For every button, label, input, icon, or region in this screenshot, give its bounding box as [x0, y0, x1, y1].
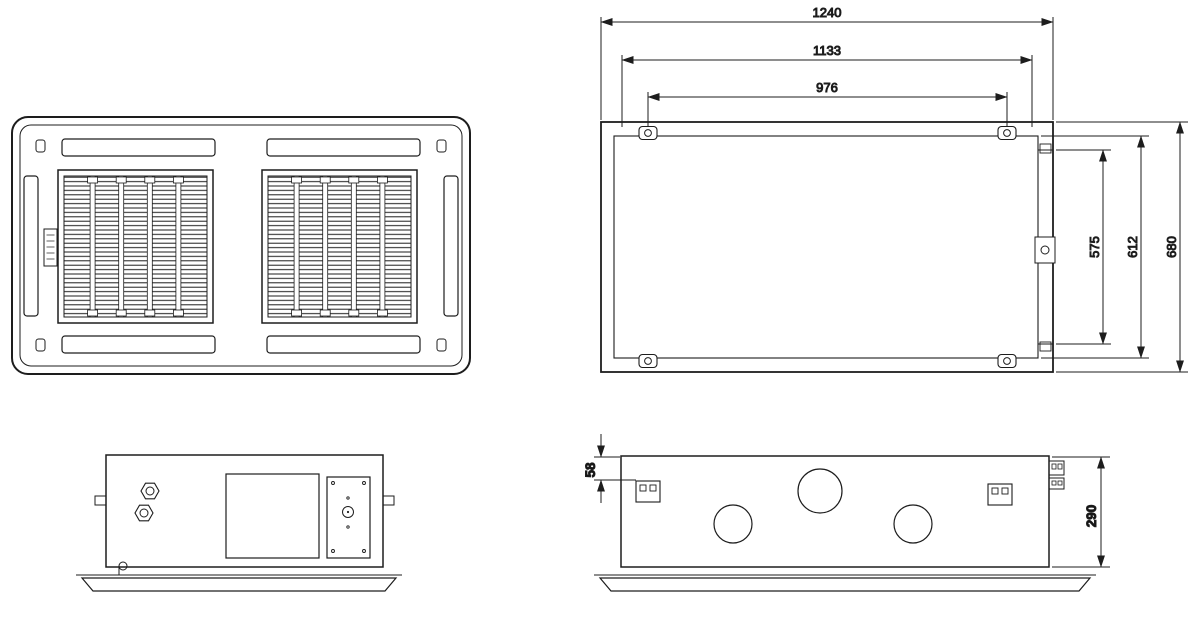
- air-slot-left: [23, 175, 39, 317]
- view-top: 1240 1133 976 575 612: [600, 5, 1188, 373]
- side-hanger-left: [94, 495, 107, 506]
- dim-overall-depth: [1056, 121, 1188, 373]
- side-hanger-right: [382, 495, 395, 506]
- dim-body-depth: [1041, 135, 1149, 359]
- control-box: [326, 476, 371, 559]
- terminal-block-upper: [1048, 460, 1065, 476]
- corner-clip-bottom-left: [35, 338, 46, 352]
- panel-hook: [118, 561, 128, 575]
- view-side-left: [76, 454, 402, 592]
- pipe-nut-gas: [140, 482, 160, 500]
- front-body-outline: [620, 455, 1050, 568]
- electrical-cover: [225, 473, 320, 559]
- ceiling-panel-left-view: [76, 574, 402, 592]
- corner-clip-top-left: [35, 139, 46, 153]
- knockout-hole-left: [713, 504, 753, 544]
- dim-label-290: 290: [1084, 505, 1099, 528]
- corner-clip-bottom-right: [436, 338, 447, 352]
- dim-label-1133: 1133: [813, 43, 841, 58]
- hanger-bracket-bottom-right: [997, 353, 1017, 369]
- hanger-bracket-bottom-left: [638, 353, 658, 369]
- hanger-bracket-top-right: [997, 125, 1017, 141]
- dim-body-height: [1052, 456, 1110, 568]
- air-slot-top-right: [266, 138, 421, 157]
- suspension-bracket-left: [635, 480, 661, 503]
- corner-clip-top-right: [436, 139, 447, 153]
- dim-label-1240: 1240: [813, 5, 842, 20]
- knockout-hole-right: [893, 504, 933, 544]
- air-slot-bottom-left: [61, 335, 216, 354]
- view-side-front: 58 290: [583, 434, 1110, 592]
- dim-label-680: 680: [1164, 236, 1179, 258]
- dim-label-976: 976: [816, 80, 838, 95]
- nameplate: [43, 228, 58, 267]
- dim-label-575: 575: [1087, 236, 1102, 258]
- hanger-bracket-top-left: [638, 125, 658, 141]
- intake-grille-right: [261, 169, 418, 324]
- panel-outer-frame: [11, 116, 471, 375]
- dim-suspension-width: [621, 55, 1033, 127]
- dim-label-612: 612: [1125, 236, 1140, 258]
- knockout-hole-center: [797, 468, 843, 514]
- service-strip: [1034, 143, 1056, 352]
- suspension-bracket-right: [987, 483, 1013, 506]
- view-panel-bottom: [11, 116, 471, 375]
- air-slot-bottom-right: [266, 335, 421, 354]
- ceiling-panel-front-view: [594, 574, 1096, 592]
- dim-top-offset: [594, 434, 636, 503]
- dim-label-58: 58: [583, 462, 598, 478]
- air-slot-right: [443, 175, 459, 317]
- dim-pitch-depth: [1056, 149, 1111, 345]
- intake-grille-left: [57, 169, 214, 324]
- dim-overall-width: [600, 17, 1054, 120]
- air-slot-top-left: [61, 138, 216, 157]
- panel-inner-frame: [19, 124, 463, 367]
- terminal-block-lower: [1048, 477, 1065, 490]
- side-body-outline: [105, 454, 384, 568]
- pipe-nut-liquid: [134, 504, 154, 522]
- dim-pitch-width: [647, 92, 1008, 126]
